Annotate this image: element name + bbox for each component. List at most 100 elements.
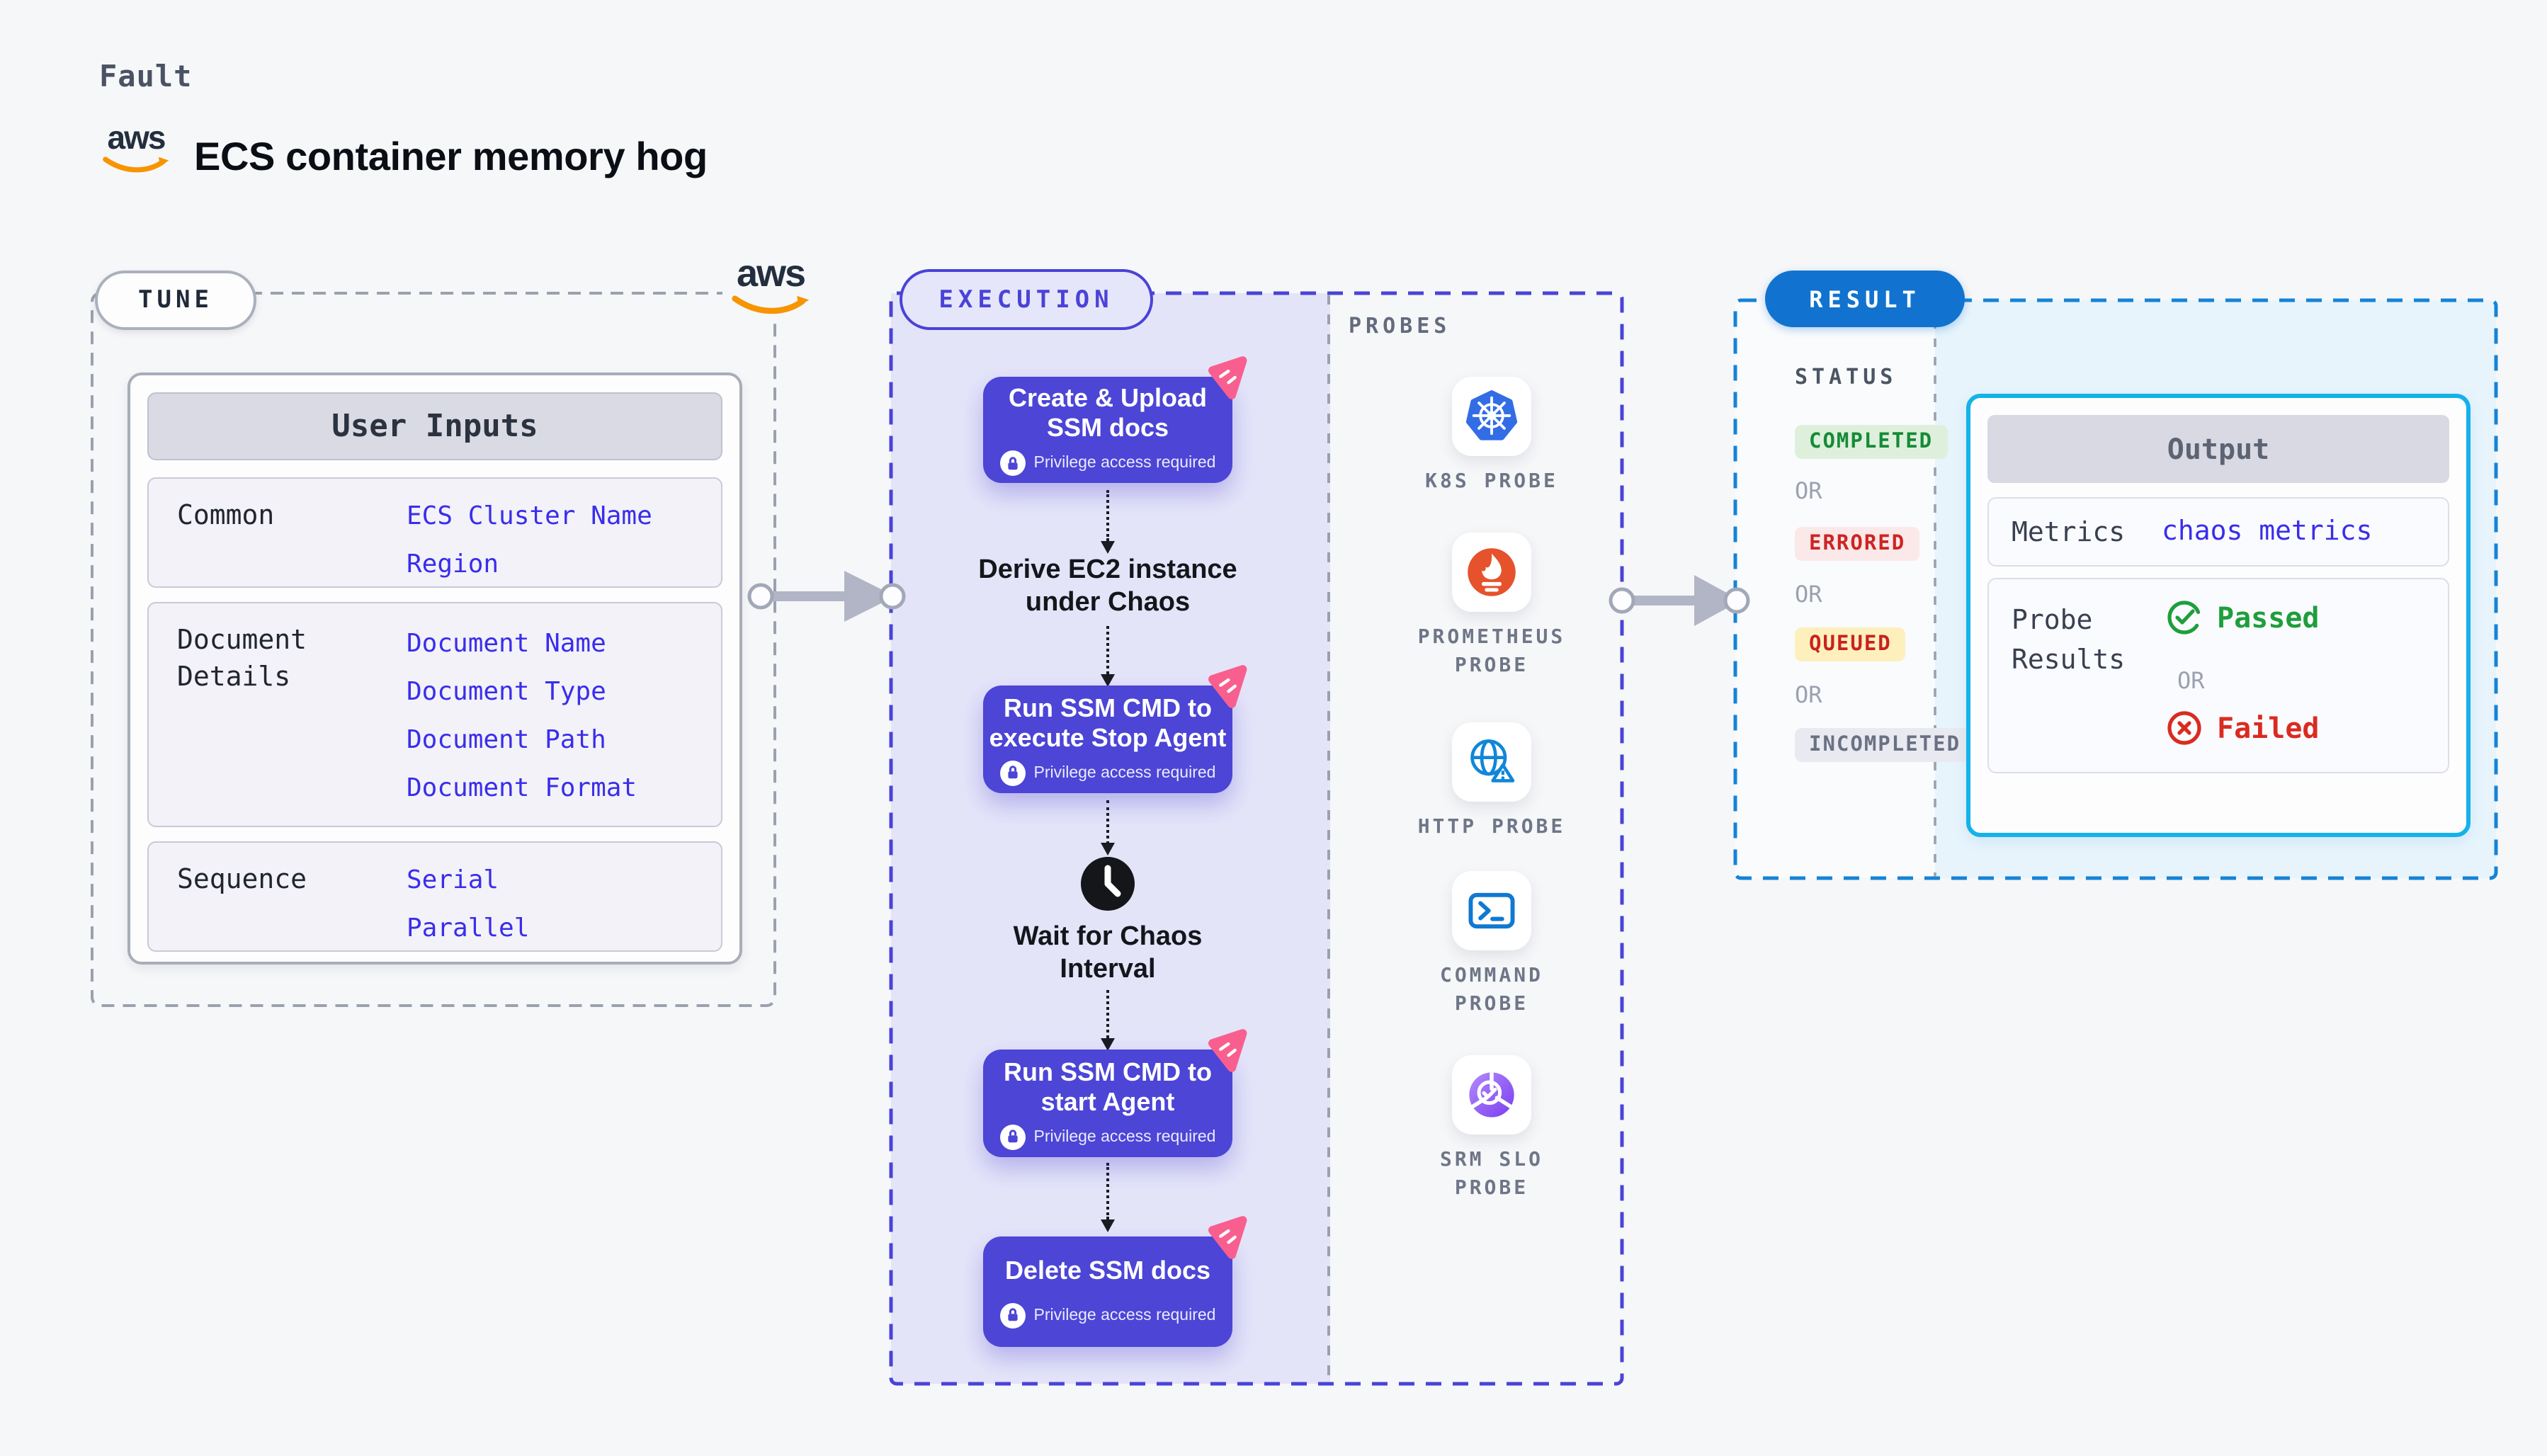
input-value: Serial — [407, 865, 499, 895]
probe-result-passed: Passed — [2166, 599, 2320, 636]
privilege-label: Privilege access required — [1033, 1307, 1216, 1324]
output-probe-results-row: Probe Results Passed OR Failed — [1987, 578, 2449, 773]
status-badge-completed: COMPLETED — [1795, 425, 1948, 459]
output-metrics-row: Metrics chaos metrics — [1987, 497, 2449, 567]
or-separator: OR — [1795, 681, 1822, 708]
output-card: Output Metrics chaos metrics Probe Resul… — [1966, 394, 2471, 837]
probe-label-prometheus: PROMETHEUS PROBE — [1417, 626, 1566, 678]
flow-connector-arrowhead — [1101, 541, 1115, 554]
privilege-label: Privilege access required — [1033, 764, 1216, 781]
aws-corner-logo-icon: aws — [722, 252, 819, 317]
node-title: Create & Upload SSM docs — [1008, 384, 1208, 442]
input-value: ECS Cluster Name — [407, 501, 652, 531]
clock-icon — [1079, 855, 1136, 912]
input-value: Document Path — [407, 725, 606, 755]
failed-label: Failed — [2217, 711, 2320, 745]
chaos-icon — [1206, 1028, 1254, 1076]
terminal-icon — [1452, 871, 1531, 950]
execution-section-pill: EXECUTION — [900, 269, 1153, 330]
input-value: Document Type — [407, 677, 606, 707]
flow-connector — [1106, 1163, 1109, 1219]
probe-label-k8s: K8S PROBE — [1425, 470, 1558, 493]
execution-section-label: EXECUTION — [938, 285, 1114, 314]
input-value: Document Name — [407, 629, 606, 659]
chaos-icon — [1206, 1215, 1254, 1263]
lock-icon — [999, 1124, 1026, 1149]
status-title: STATUS — [1795, 364, 1898, 389]
flow-connector — [1106, 990, 1109, 1038]
flow-node-create-upload-ssm: Create & Upload SSM docs Privilege acces… — [983, 356, 1247, 483]
execution-to-result-arrow — [1609, 575, 1750, 626]
flow-connector-arrowhead — [1101, 1219, 1115, 1232]
privilege-row: Privilege access required — [999, 1302, 1216, 1328]
or-separator: OR — [1795, 477, 1822, 504]
check-circle-icon — [2167, 601, 2201, 635]
probe-results-label: Probe Results — [2012, 605, 2126, 676]
flow-connector-arrowhead — [1101, 843, 1115, 855]
row-label: Common — [177, 500, 275, 531]
flow-connector — [1106, 800, 1109, 844]
lock-icon — [999, 450, 1026, 476]
flow-node-run-ssm-start-agent: Run SSM CMD to start Agent Privilege acc… — [983, 1029, 1247, 1157]
flow-step-derive-ec2: Derive EC2 instance under Chaos — [978, 555, 1237, 618]
metrics-label: Metrics — [2012, 517, 2126, 548]
chaos-icon — [1206, 664, 1254, 712]
flow-connector — [1106, 626, 1109, 674]
flow-node-delete-ssm-docs: Delete SSM docs Privilege access require… — [983, 1216, 1247, 1347]
probes-title: PROBES — [1349, 313, 1451, 339]
status-badge-incompleted: INCOMPLETED — [1795, 728, 1975, 762]
node-title: Run SSM CMD to start Agent — [1004, 1057, 1212, 1115]
row-label: Sequence — [177, 864, 307, 895]
prometheus-icon — [1452, 533, 1531, 612]
output-header: Output — [1987, 415, 2449, 483]
input-value: Document Format — [407, 773, 637, 803]
aws-logo-text: aws — [107, 119, 166, 156]
tune-to-execution-arrow — [747, 571, 906, 622]
tune-section-pill: TUNE — [95, 271, 256, 330]
node-title: Run SSM CMD to execute Stop Agent — [989, 693, 1227, 751]
flow-connector-arrowhead — [1101, 1038, 1115, 1051]
srm-slo-icon — [1452, 1055, 1531, 1134]
x-circle-icon — [2167, 711, 2201, 745]
tune-dashed-border — [91, 292, 776, 1007]
probe-label-command: COMMAND PROBE — [1439, 965, 1543, 1016]
lock-icon — [999, 1302, 1026, 1328]
status-badge-errored: ERRORED — [1795, 527, 1920, 561]
or-separator: OR — [2177, 667, 2205, 694]
privilege-row: Privilege access required — [999, 450, 1215, 476]
flow-step-wait-chaos-interval: Wait for Chaos Interval — [1013, 922, 1203, 984]
lock-icon — [999, 760, 1026, 785]
aws-logo-icon: aws — [96, 119, 176, 176]
result-section-label: RESULT — [1809, 285, 1921, 312]
privilege-row: Privilege access required — [999, 1124, 1215, 1149]
metrics-value: chaos metrics — [2162, 516, 2373, 547]
result-section-pill: RESULT — [1765, 271, 1965, 327]
chaos-icon — [1206, 356, 1254, 404]
page-title: ECS container memory hog — [194, 135, 708, 178]
or-separator: OR — [1795, 581, 1822, 608]
tune-section-label: TUNE — [138, 286, 213, 314]
status-badge-queued: QUEUED — [1795, 627, 1906, 661]
aws-smile-icon — [732, 295, 810, 314]
user-inputs-header: User Inputs — [147, 392, 722, 460]
input-value: Parallel — [407, 914, 530, 943]
probe-label-http: HTTP PROBE — [1417, 816, 1566, 838]
node-title: Delete SSM docs — [1004, 1256, 1211, 1284]
input-value: Region — [407, 550, 499, 579]
row-label: Document Details — [177, 625, 307, 693]
kubernetes-icon — [1452, 377, 1531, 456]
aws-smile-icon — [103, 157, 169, 173]
aws-logo-text: aws — [736, 252, 806, 295]
execution-dashed-border — [889, 291, 1624, 1386]
status-panel-fill — [1735, 300, 1935, 878]
fault-eyebrow: Fault — [99, 59, 193, 93]
http-globe-icon — [1452, 722, 1531, 802]
probe-result-failed: Failed — [2166, 710, 2320, 746]
flow-connector — [1106, 490, 1109, 541]
